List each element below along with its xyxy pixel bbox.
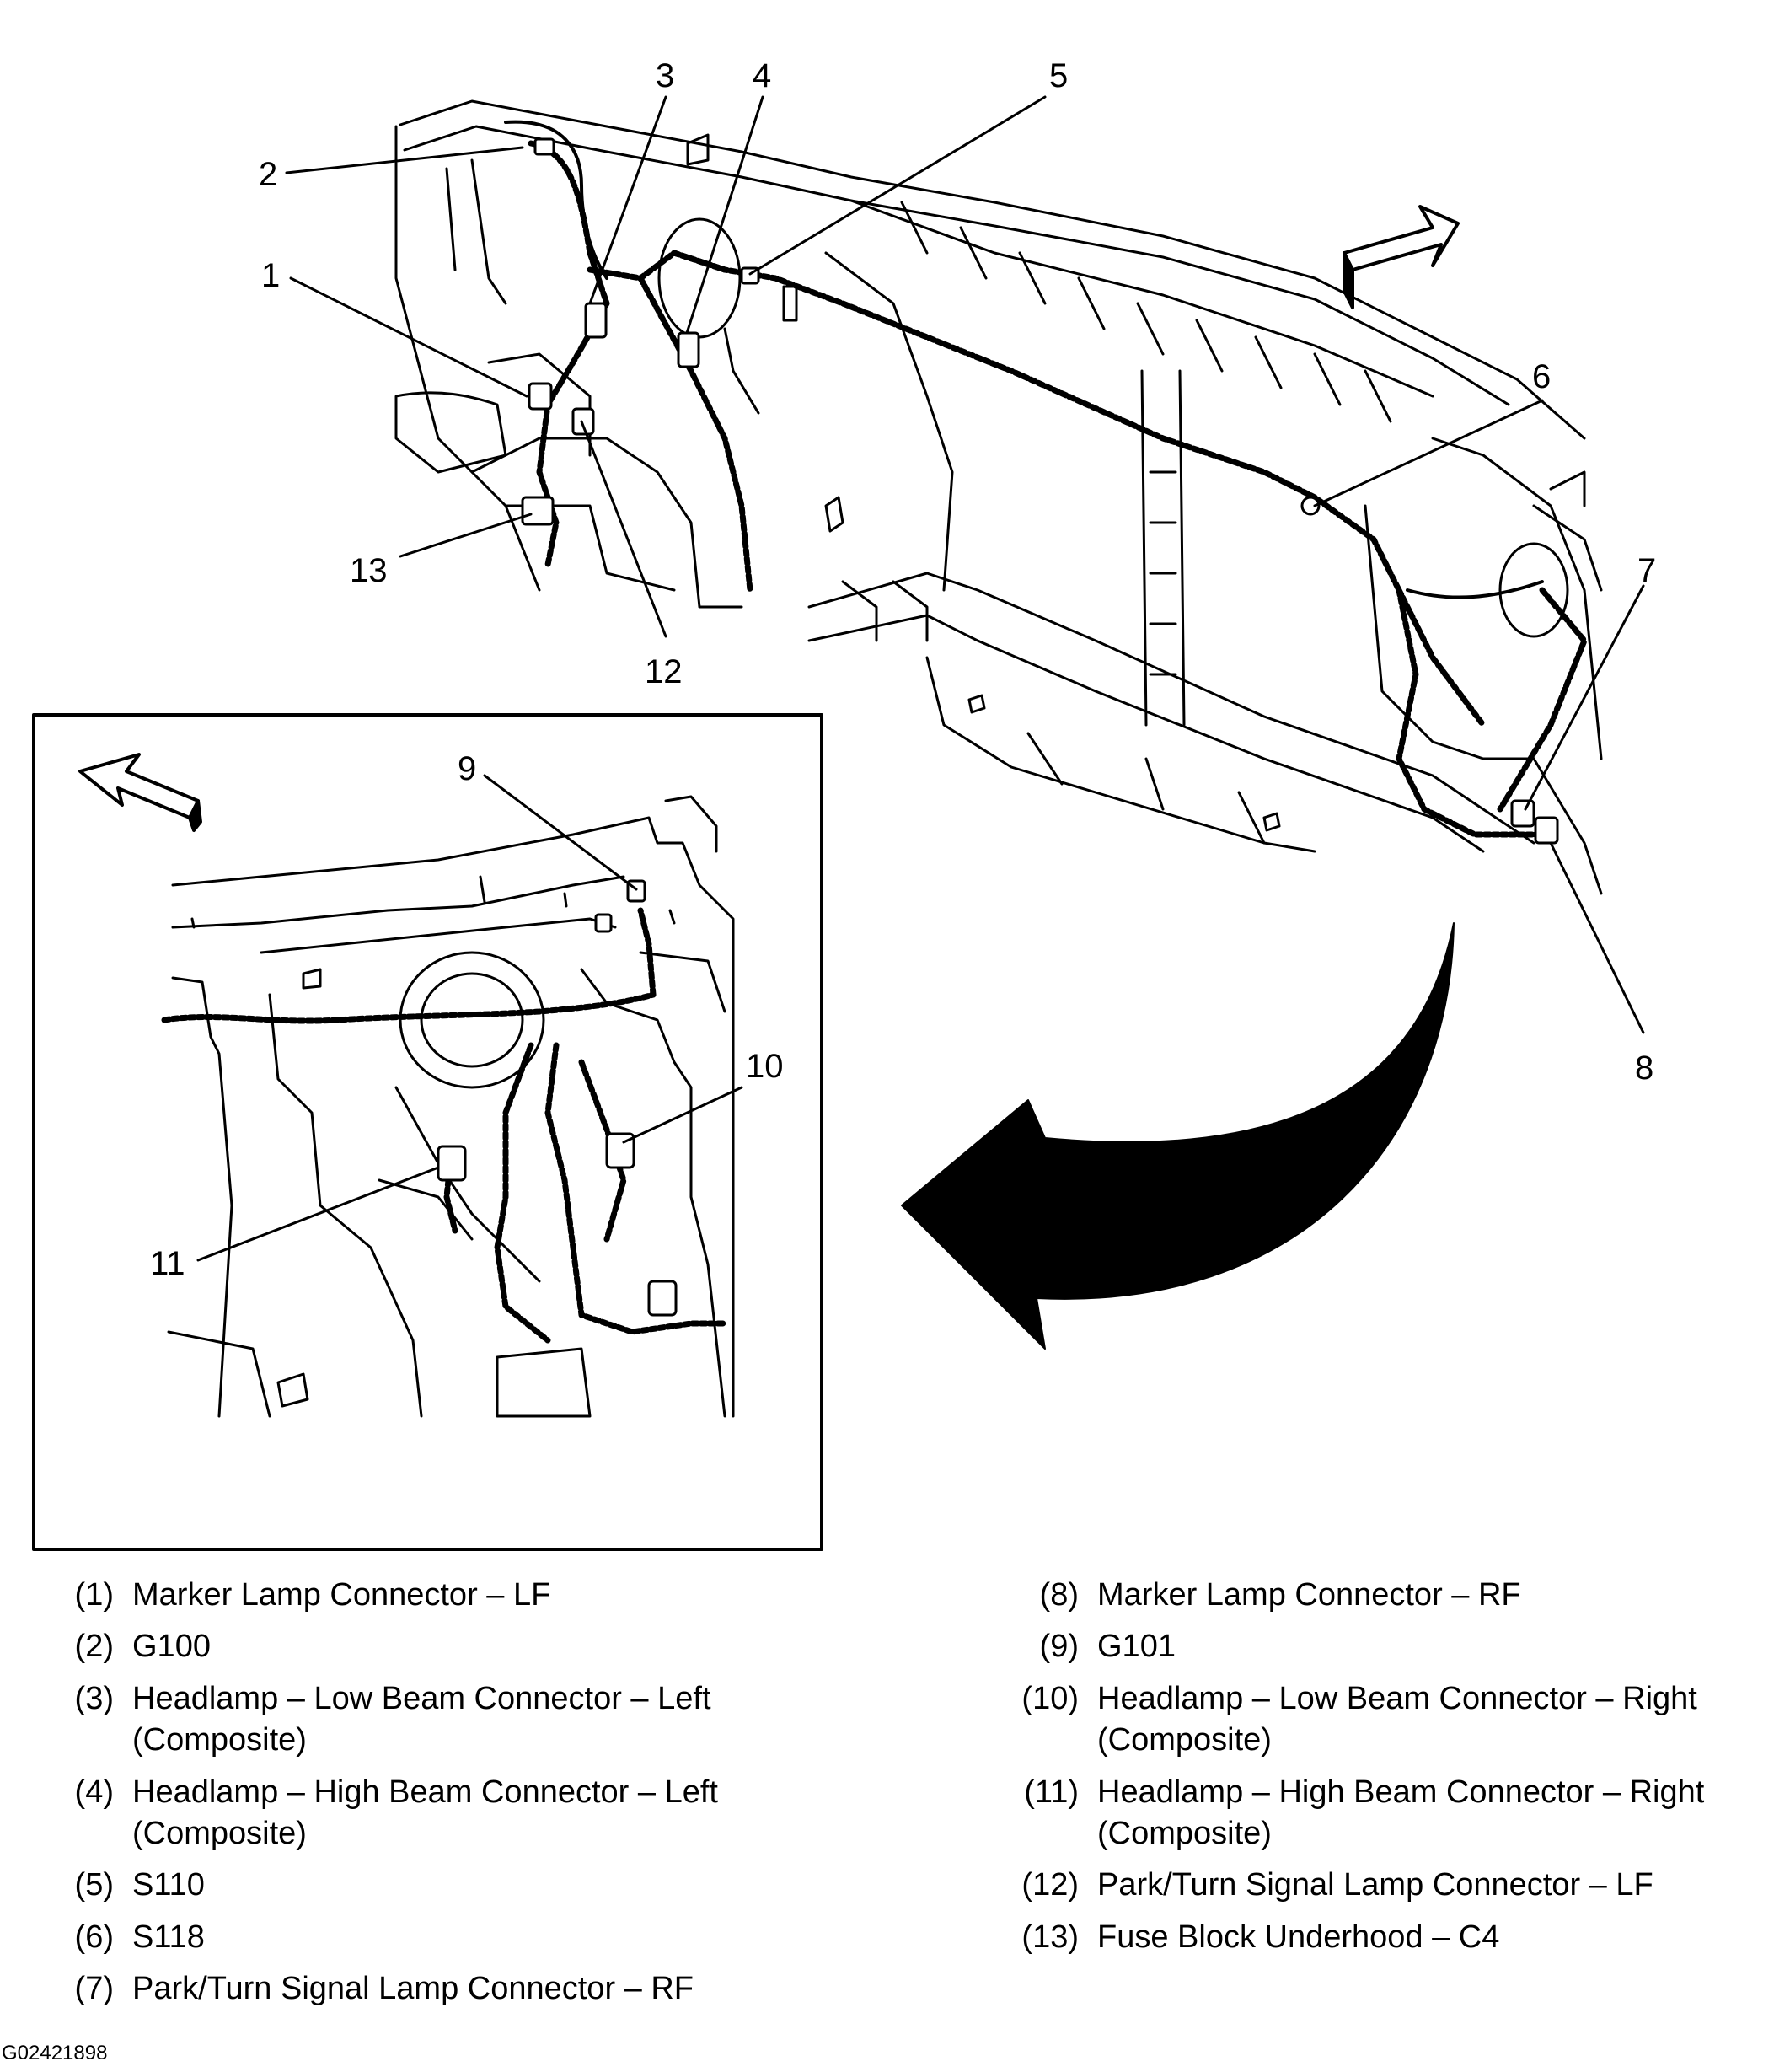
- leader-lines: [196, 95, 1645, 1262]
- legend-text: G101: [1097, 1629, 1176, 1665]
- legend-text: S118: [132, 1919, 205, 1955]
- detail-inset-connectors: [437, 879, 678, 1317]
- legend-item: (10) Headlamp – Low Beam Connector – Righ…: [978, 1678, 1770, 1762]
- legend-item: (2) G100: [34, 1626, 893, 1667]
- legend-text: Headlamp – High Beam Connector – Left (C…: [132, 1774, 718, 1851]
- callout-13: 13: [350, 552, 388, 589]
- legend-number: (13): [1021, 1919, 1079, 1955]
- legend-text: Marker Lamp Connector – RF: [1097, 1577, 1521, 1613]
- legend-number: (2): [74, 1629, 114, 1665]
- legend-item: (4) Headlamp – High Beam Connector – Left…: [34, 1772, 893, 1855]
- legend-item: (1) Marker Lamp Connector – LF: [34, 1575, 893, 1616]
- callout-5: 5: [1049, 57, 1068, 94]
- main-ground-wires: [504, 120, 1544, 599]
- legend-text: Marker Lamp Connector – LF: [132, 1577, 551, 1613]
- detail-inset-frame: [32, 713, 823, 1551]
- legend-number: (10): [1021, 1680, 1079, 1716]
- callout-10: 10: [746, 1048, 784, 1085]
- legend-number: (8): [1039, 1577, 1079, 1613]
- detail-inset-drawing: [167, 795, 735, 1418]
- callout-8: 8: [1635, 1049, 1653, 1087]
- legend-text: S110: [132, 1867, 205, 1903]
- callout-12: 12: [645, 653, 683, 690]
- legend-text: Headlamp – Low Beam Connector – Right (C…: [1097, 1680, 1697, 1758]
- callout-9: 9: [458, 750, 476, 787]
- figure-id: G02421898: [2, 2042, 108, 2064]
- legend-number: (12): [1021, 1867, 1079, 1903]
- callout-6: 6: [1532, 358, 1551, 395]
- legend-text: Headlamp – High Beam Connector – Right (…: [1097, 1774, 1705, 1851]
- legend-number: (11): [1024, 1774, 1079, 1810]
- legend-number: (9): [1039, 1629, 1079, 1665]
- callout-3: 3: [656, 57, 674, 94]
- legend-text: Park/Turn Signal Lamp Connector – LF: [1097, 1867, 1653, 1903]
- legend-item: (13) Fuse Block Underhood – C4: [978, 1917, 1770, 1958]
- forward-arrow-icon: [1342, 205, 1460, 309]
- callout-1: 1: [261, 257, 280, 294]
- radiator-support-drawing: [394, 99, 1603, 895]
- legend-item: (11) Headlamp – High Beam Connector – Rig…: [978, 1772, 1770, 1855]
- callout-4: 4: [753, 57, 771, 94]
- legend-text: Fuse Block Underhood – C4: [1097, 1919, 1500, 1955]
- legend-text: Headlamp – Low Beam Connector – Left (Co…: [132, 1680, 711, 1758]
- legend-item: (8) Marker Lamp Connector – RF: [978, 1575, 1770, 1616]
- callout-2: 2: [259, 156, 277, 193]
- detail-pointer-arrow-icon: [901, 922, 1455, 1350]
- legend-item: (9) G101: [978, 1626, 1770, 1667]
- legend-item: (3) Headlamp – Low Beam Connector – Left …: [34, 1678, 893, 1762]
- legend-item: (7) Park/Turn Signal Lamp Connector – RF: [34, 1968, 893, 2010]
- wiring-diagram: 3 4 5 2 1 6 7 13 12 9 8 10 11: [32, 57, 1656, 1551]
- callout-11: 11: [150, 1245, 185, 1282]
- legend-number: (7): [74, 1971, 114, 2007]
- legend-item: (5) S110: [34, 1865, 893, 1906]
- legend-item: (12) Park/Turn Signal Lamp Connector – LF: [978, 1865, 1770, 1906]
- legend-right: (8) Marker Lamp Connector – RF (9) G101 (1…: [978, 1575, 1770, 1968]
- legend-number: (5): [74, 1867, 114, 1903]
- legend-number: (3): [74, 1680, 114, 1716]
- detail-direction-arrow-icon: [78, 753, 202, 832]
- legend-number: (6): [74, 1919, 114, 1955]
- legend-left: (1) Marker Lamp Connector – LF (2) G100 (3…: [34, 1575, 893, 2021]
- callout-7: 7: [1637, 552, 1656, 589]
- legend-number: (4): [74, 1774, 114, 1810]
- legend-text: G100: [132, 1629, 211, 1665]
- detail-inset-harness: [161, 907, 728, 1344]
- legend-item: (6) S118: [34, 1917, 893, 1958]
- legend-number: (1): [74, 1577, 114, 1613]
- legend-text: Park/Turn Signal Lamp Connector – RF: [132, 1971, 694, 2007]
- main-connectors: [521, 137, 1559, 845]
